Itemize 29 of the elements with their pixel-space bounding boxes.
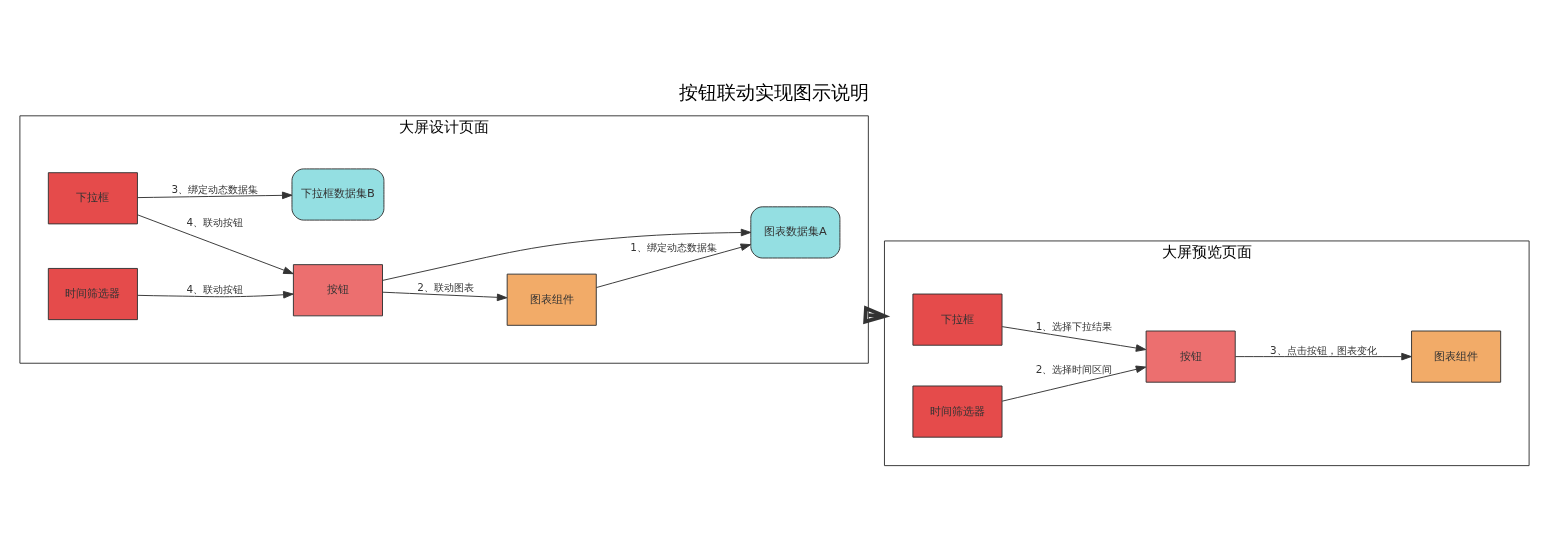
arrow <box>1234 352 1412 360</box>
node-box: 按钮 <box>1145 330 1236 383</box>
edge-label: 3、点击按钮，图表变化 <box>1270 343 1377 356</box>
node-box: 下拉框 <box>912 293 1003 346</box>
arrow <box>1001 365 1147 402</box>
arrow <box>1001 325 1147 352</box>
edge-label: 4、联动按钮 <box>186 215 244 228</box>
edge-label: 1、选择下拉结果 <box>1035 319 1113 332</box>
arrow <box>137 213 294 274</box>
node-box: 图表组件 <box>1411 330 1502 383</box>
node-box: 图表组件 <box>506 273 597 326</box>
arrow <box>137 290 294 299</box>
edge-label: 1、绑定动态数据集 <box>630 240 717 253</box>
arrow <box>382 291 508 301</box>
arrow <box>863 305 891 324</box>
edge-label: 2、联动图表 <box>417 280 474 293</box>
edge-label: 2、选择时间区间 <box>1035 362 1113 375</box>
edge-label: 4、联动按钮 <box>186 282 244 295</box>
node-box: 下拉框数据集B <box>291 167 385 221</box>
node-box: 按钮 <box>292 263 383 316</box>
arrow <box>595 243 751 288</box>
arrow <box>382 228 752 281</box>
node-box: 图表数据集A <box>750 205 841 258</box>
node-box: 下拉框 <box>47 171 138 224</box>
edge-label: 3、绑定动态数据集 <box>171 182 259 195</box>
arrow <box>137 191 293 199</box>
diagram-title: 按钮联动实现图示说明 <box>679 80 870 103</box>
node-box: 时间筛选器 <box>47 267 138 320</box>
node-box: 时间筛选器 <box>912 385 1003 438</box>
